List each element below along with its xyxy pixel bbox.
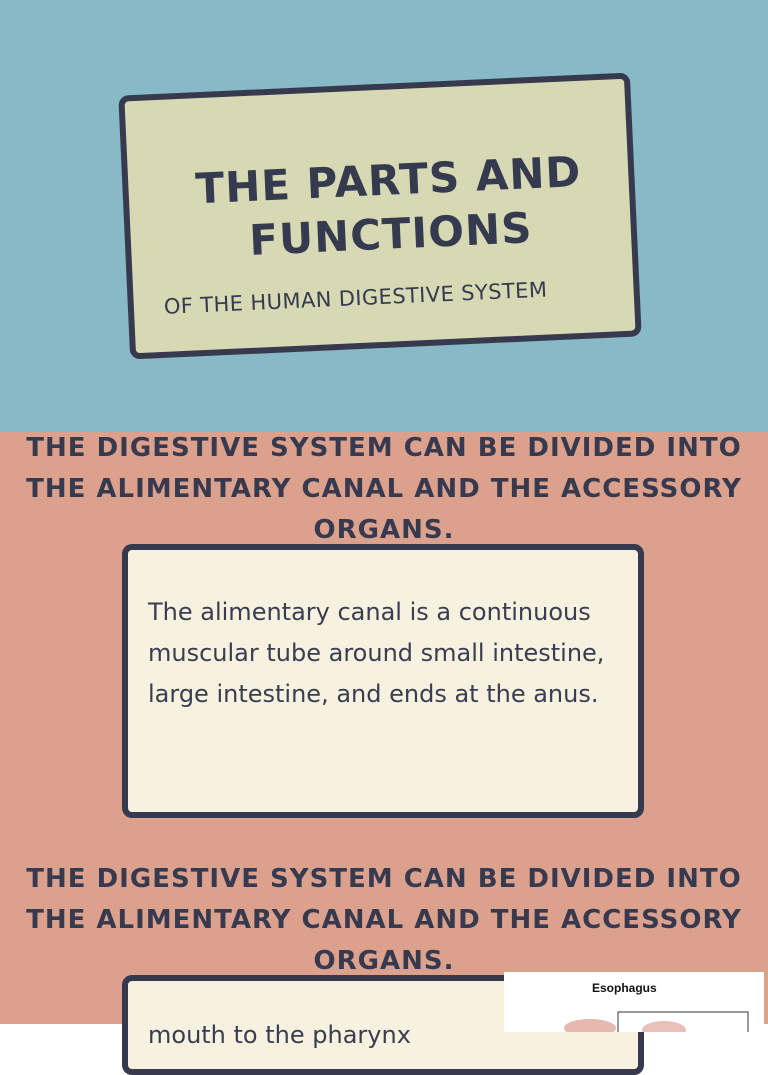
page-title: The parts and functions <box>194 146 583 265</box>
card-text: The alimentary canal is a continuous mus… <box>148 598 605 708</box>
text-card: The alimentary canal is a continuous mus… <box>122 544 644 818</box>
esophagus-figure: Esophagus <box>504 972 764 1032</box>
page-subtitle: OF THE HUMAN DIGESTIVE SYSTEM <box>163 277 548 319</box>
title-card: The parts and functions OF THE HUMAN DIG… <box>118 72 642 360</box>
figure-label: Esophagus <box>592 981 657 995</box>
section-heading: The digestive system can be divided into… <box>26 864 742 976</box>
section-heading: The digestive system can be divided into… <box>26 433 742 545</box>
title-section: The parts and functions OF THE HUMAN DIG… <box>0 0 768 432</box>
